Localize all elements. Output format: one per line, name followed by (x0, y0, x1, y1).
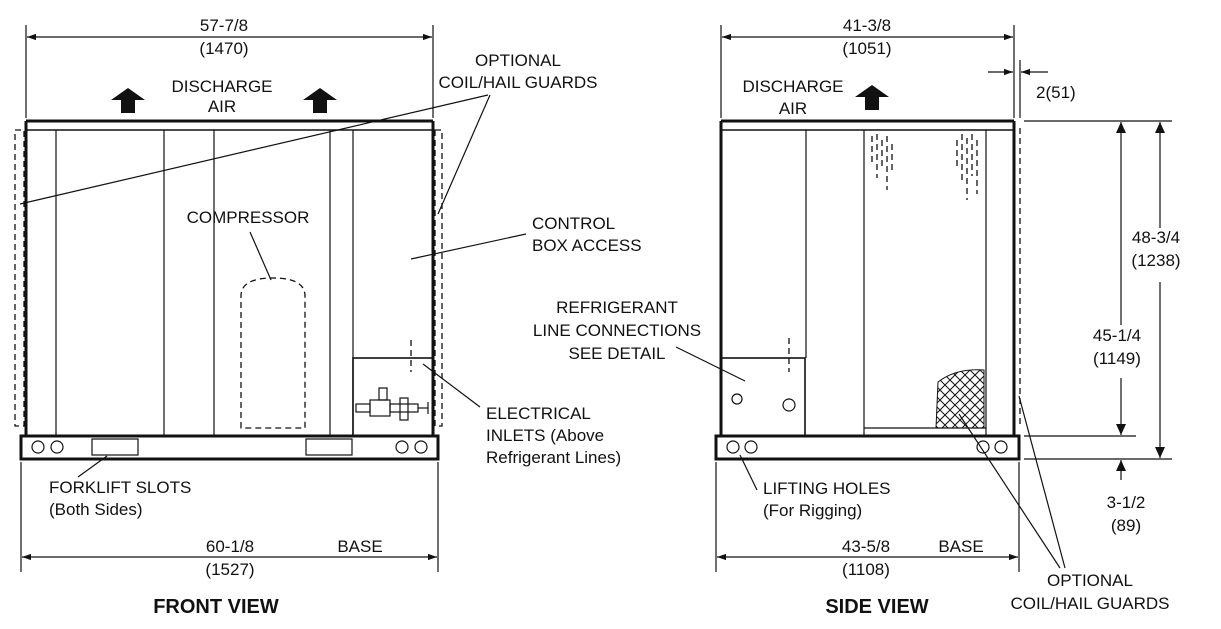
side-discharge-label-2: AIR (779, 99, 807, 118)
front-unit-body (14, 119, 443, 437)
front-width-in: 57-7/8 (200, 16, 248, 35)
front-base-dimension: 60-1/8 (1527) BASE (20, 462, 439, 579)
control-box-label-2: BOX ACCESS (532, 236, 642, 255)
side-base-dimension: 43-5/8 (1108) BASE (715, 462, 1020, 579)
control-box-callout: CONTROL BOX ACCESS (410, 214, 642, 260)
side-view: 41-3/8 (1051) 2(51) DISCHARGE AIR (533, 16, 1181, 618)
body-height-mm: (1149) (1093, 349, 1141, 368)
front-base-label: BASE (337, 537, 382, 556)
refrigerant-label-3: SEE DETAIL (569, 344, 666, 363)
refrigerant-label-1: REFRIGERANT (556, 298, 678, 317)
electrical-label-3: Refrigerant Lines) (486, 448, 621, 467)
side-unit-body (719, 119, 1021, 437)
forklift-label-2: (Both Sides) (49, 500, 143, 519)
refrigerant-callout: REFRIGERANT LINE CONNECTIONS SEE DETAIL (533, 298, 746, 382)
lifting-label-2: (For Rigging) (763, 501, 862, 520)
refrigerant-valve (355, 387, 429, 421)
refrigerant-label-2: LINE CONNECTIONS (533, 321, 701, 340)
electrical-inlets-callout: ELECTRICAL INLETS (Above Refrigerant Lin… (422, 363, 621, 467)
control-box-label-1: CONTROL (532, 214, 615, 233)
base-height-mm: (89) (1111, 516, 1141, 535)
guard-offset-dimension: 2(51) (988, 60, 1076, 118)
body-height-in: 45-1/4 (1093, 326, 1141, 345)
front-view-title: FRONT VIEW (153, 596, 279, 618)
front-guards-label-1: OPTIONAL (475, 51, 561, 70)
side-base-label: BASE (938, 537, 983, 556)
front-guards-callout: OPTIONAL COIL/HAIL GUARDS (19, 51, 598, 215)
forklift-label-1: FORKLIFT SLOTS (49, 478, 191, 497)
electrical-label-2: INLETS (Above (486, 426, 604, 445)
side-base-in: 43-5/8 (842, 537, 890, 556)
front-view: 57-7/8 (1470) DISCHARGE AIR (14, 16, 642, 618)
side-guards-label-2: COIL/HAIL GUARDS (1010, 594, 1169, 613)
forklift-callout: FORKLIFT SLOTS (Both Sides) (49, 455, 191, 519)
side-height-dimensions: 48-3/4 (1238) 45-1/4 (1149) 3-1/2 (89) (1024, 120, 1181, 535)
front-base-in: 60-1/8 (206, 537, 254, 556)
up-arrow-icon (855, 85, 889, 110)
coil-fins (871, 134, 978, 200)
compressor-label: COMPRESSOR (187, 208, 310, 227)
side-base-mm: (1108) (842, 560, 890, 579)
front-width-dimension: 57-7/8 (1470) (25, 16, 434, 118)
side-discharge-label-1: DISCHARGE (742, 77, 843, 96)
up-arrow-icon (111, 88, 145, 113)
guard-offset-value: 2(51) (1036, 83, 1076, 102)
front-base-mm: (1527) (205, 560, 254, 579)
coil-guard-mesh (935, 369, 985, 429)
front-discharge-label-2: AIR (208, 97, 236, 116)
total-height-in: 48-3/4 (1132, 228, 1180, 247)
electrical-label-1: ELECTRICAL (486, 404, 591, 423)
side-view-title: SIDE VIEW (825, 596, 928, 618)
front-guards-label-2: COIL/HAIL GUARDS (438, 73, 597, 92)
base-height-in: 3-1/2 (1107, 493, 1146, 512)
side-width-in: 41-3/8 (843, 16, 891, 35)
front-discharge-label-1: DISCHARGE (171, 77, 272, 96)
up-arrow-icon (303, 88, 337, 113)
total-height-mm: (1238) (1131, 251, 1180, 270)
lifting-holes-callout: LIFTING HOLES (For Rigging) (739, 454, 891, 520)
side-guards-label-1: OPTIONAL (1047, 571, 1133, 590)
side-guards-callout: OPTIONAL COIL/HAIL GUARDS (958, 395, 1170, 613)
compressor-callout: COMPRESSOR (187, 208, 310, 281)
side-width-mm: (1051) (842, 39, 891, 58)
front-base (19, 434, 440, 461)
lifting-label-1: LIFTING HOLES (763, 479, 891, 498)
side-base (714, 434, 1021, 461)
side-width-dimension: 41-3/8 (1051) (720, 16, 1015, 118)
front-width-mm: (1470) (199, 39, 248, 58)
